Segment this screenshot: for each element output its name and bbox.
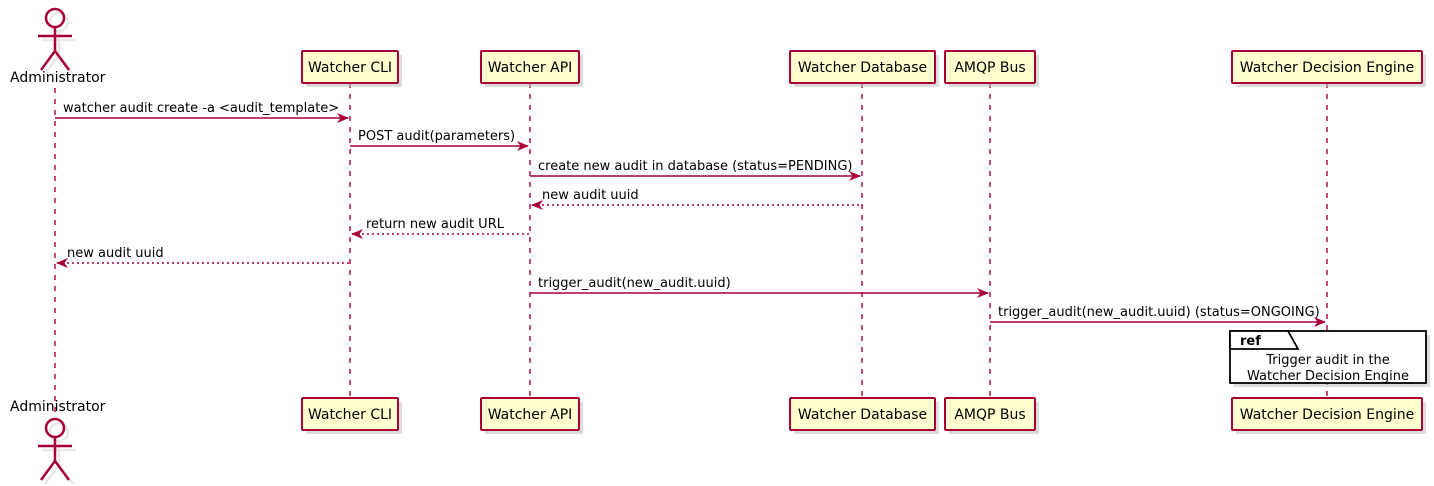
participant-box-watcher-api-bottom[interactable]: Watcher API <box>480 397 583 434</box>
actor-leg-left <box>39 50 57 71</box>
participants-footer-group: Watcher CLI Watcher API Watcher Database AM… <box>301 397 1426 434</box>
participant-box-frame <box>944 50 1036 84</box>
message-label: trigger_audit(new_audit.uuid) (status=ON… <box>998 305 1320 320</box>
actor-name-label: Administrator <box>10 70 106 86</box>
message-5[interactable]: return new audit URL <box>351 217 530 239</box>
participant-label: Watcher Decision Engine <box>1240 407 1414 423</box>
actor-head <box>48 11 70 33</box>
actor-head <box>44 417 66 439</box>
participant-box-watcher-decision-engine-bottom[interactable]: Watcher Decision Engine <box>1231 397 1426 434</box>
message-label: trigger_audit(new_audit.uuid) <box>538 276 731 291</box>
actor-actor-top[interactable] <box>38 7 72 71</box>
participant-box-frame <box>1231 50 1423 84</box>
participant-box-watcher-database-top[interactable]: Watcher Database <box>789 50 939 87</box>
actor-leg-right <box>53 460 71 481</box>
actor-name-label: Administrator <box>10 399 106 415</box>
participant-box-amqp-bus-bottom[interactable]: AMQP Bus <box>944 397 1039 434</box>
message-1[interactable]: watcher audit create -a <audit_template> <box>55 101 349 123</box>
message-label: watcher audit create -a <audit_template> <box>63 101 339 116</box>
lifelines-group <box>54 83 1328 418</box>
participant-box-frame <box>480 50 580 84</box>
message-label: return new audit URL <box>366 217 505 232</box>
participant-label: Watcher CLI <box>308 60 392 76</box>
participant-box-frame <box>789 397 936 431</box>
participant-box-watcher-decision-engine-top[interactable]: Watcher Decision Engine <box>1231 50 1426 87</box>
actor-head <box>48 421 70 443</box>
participant-box-watcher-database-bottom[interactable]: Watcher Database <box>789 397 939 434</box>
message-3[interactable]: create new audit in database (status=PEN… <box>530 159 861 181</box>
ref-body-line: Trigger audit in the <box>1265 353 1390 368</box>
participant-label: AMQP Bus <box>954 60 1025 76</box>
participant-box-watcher-cli-bottom[interactable]: Watcher CLI <box>301 397 402 434</box>
participant-box-amqp-bus-top[interactable]: AMQP Bus <box>944 50 1039 87</box>
actor-leg-right <box>53 50 71 71</box>
ref-tab-label: ref <box>1240 334 1261 349</box>
actor-actor-bottom[interactable] <box>38 417 72 481</box>
participant-label: Watcher Database <box>798 60 927 76</box>
participant-box-frame <box>301 50 399 84</box>
participant-box-frame <box>480 397 580 431</box>
message-7[interactable]: trigger_audit(new_audit.uuid) <box>530 276 989 298</box>
actor-head <box>44 7 66 29</box>
participants-header-group: Watcher CLI Watcher API Watcher Database AM… <box>301 50 1426 87</box>
actor-leg-left <box>43 54 61 75</box>
message-8[interactable]: trigger_audit(new_audit.uuid) (status=ON… <box>990 305 1326 327</box>
participant-label: Watcher Decision Engine <box>1240 60 1414 76</box>
message-2[interactable]: POST audit(parameters) <box>350 129 529 151</box>
message-label: POST audit(parameters) <box>358 129 515 144</box>
message-6[interactable]: new audit uuid <box>56 246 350 268</box>
participant-label: Watcher Database <box>798 407 927 423</box>
actor-leg-left <box>39 460 57 481</box>
participant-label: Watcher CLI <box>308 407 392 423</box>
participant-label: Watcher API <box>488 407 573 423</box>
message-label: new audit uuid <box>67 246 164 261</box>
participant-label: Watcher API <box>488 60 573 76</box>
participant-box-watcher-cli-top[interactable]: Watcher CLI <box>301 50 402 87</box>
participant-label: AMQP Bus <box>954 407 1025 423</box>
messages-group: watcher audit create -a <audit_template>… <box>55 101 1326 327</box>
participant-box-frame <box>301 397 399 431</box>
message-4[interactable]: new audit uuid <box>531 188 862 210</box>
message-label: create new audit in database (status=PEN… <box>538 159 853 174</box>
participant-box-watcher-api-top[interactable]: Watcher API <box>480 50 583 87</box>
message-label: new audit uuid <box>542 188 639 203</box>
participant-box-frame <box>789 50 936 84</box>
ref-block-tab <box>1229 330 1300 350</box>
actor-leg-left <box>43 464 61 485</box>
participant-box-frame <box>944 397 1036 431</box>
ref-body-line: Watcher Decision Engine <box>1247 369 1409 384</box>
participant-box-frame <box>1231 397 1423 431</box>
